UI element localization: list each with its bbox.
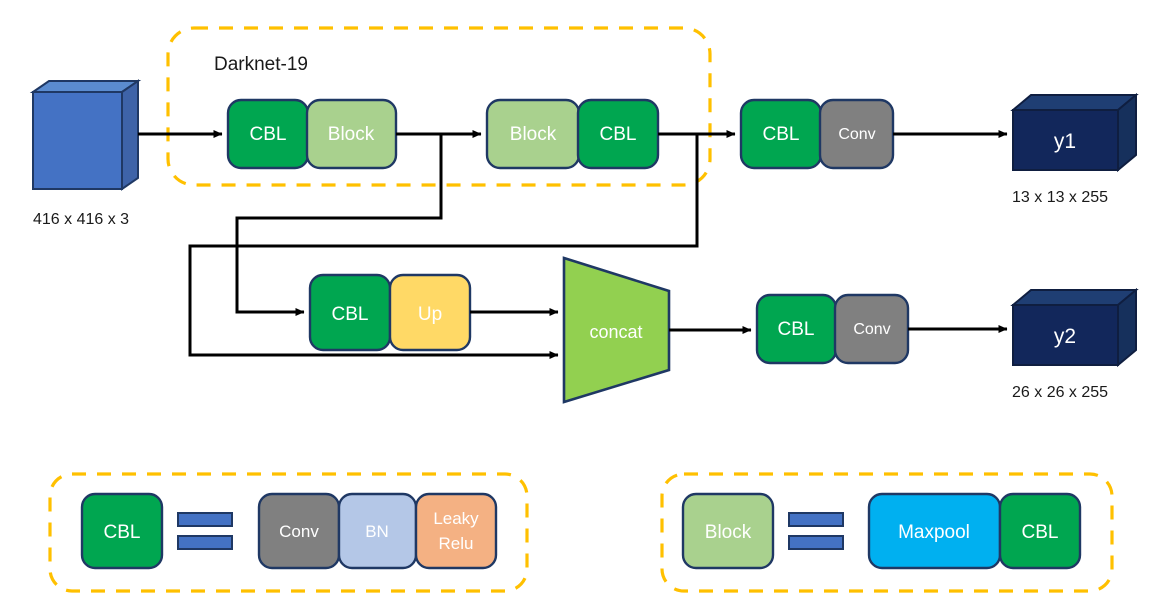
legend-block-maxpool-label: Maxpool: [898, 522, 970, 543]
backbone-cbl-1[interactable]: CBL: [226, 98, 310, 170]
output-y2-caption: 26 x 26 x 255: [1012, 384, 1108, 401]
input-cube-front-face: [32, 91, 123, 190]
legend-cbl-leakyrelu[interactable]: Leaky Relu: [414, 492, 498, 570]
concat-node[interactable]: concat: [562, 256, 671, 404]
upsample-up[interactable]: Up: [388, 273, 472, 352]
head-y2-conv[interactable]: Conv: [833, 293, 910, 365]
arrow-skip-to-upsample: [235, 134, 443, 316]
backbone-cbl-2[interactable]: CBL: [576, 98, 660, 170]
concat-label: concat: [589, 322, 642, 342]
backbone-block-2-label: Block: [510, 124, 557, 145]
upsample-cbl[interactable]: CBL: [308, 273, 392, 352]
backbone-cbl-1-label: CBL: [250, 124, 287, 145]
legend-block-maxpool[interactable]: Maxpool: [867, 492, 1002, 570]
output-cube-y2-top-face: [1010, 289, 1139, 306]
output-cube-y1-label: y1: [1054, 130, 1076, 153]
darknet19-label: Darknet-19: [214, 54, 308, 75]
input-cube-top-face: [29, 80, 142, 93]
legend-block-dashed-border: [660, 472, 1114, 593]
legend-cbl-equals-icon: [177, 512, 233, 550]
head-y2-conv-label: Conv: [853, 321, 890, 338]
input-cube: [29, 79, 142, 191]
legend-block: Block Maxpool CBL: [660, 472, 1114, 593]
output-cube-y1-top-face: [1010, 94, 1139, 111]
legend-block-equals-icon: [788, 512, 844, 550]
darknet19-group: Darknet-19: [166, 26, 712, 187]
legend-cbl-dashed-border: [48, 472, 529, 593]
backbone-cbl-2-label: CBL: [600, 124, 637, 145]
upsample-up-label: Up: [418, 304, 442, 325]
legend-cbl-conv-label: Conv: [279, 522, 319, 541]
backbone-block-1-label: Block: [328, 124, 375, 145]
legend-cbl-bn-label: BN: [365, 522, 389, 541]
legend-cbl-conv[interactable]: Conv: [257, 492, 341, 570]
darknet19-dashed-border: [166, 26, 712, 187]
backbone-block-1[interactable]: Block: [305, 98, 398, 170]
head-y2-cbl-label: CBL: [778, 319, 815, 340]
legend-cbl-leakyrelu-label-line2: Relu: [439, 534, 474, 553]
connectors: [138, 130, 1008, 359]
legend-cbl-source[interactable]: CBL: [80, 492, 164, 570]
output-cube-y1-front-face: [1012, 109, 1119, 171]
legend-block-source[interactable]: Block: [681, 492, 775, 570]
backbone-block-2[interactable]: Block: [485, 98, 581, 170]
legend-cbl-leakyrelu-label-line1: Leaky: [433, 509, 479, 528]
head-y1-conv-label: Conv: [838, 126, 875, 143]
input-caption: 416 x 416 x 3: [33, 211, 129, 228]
output-cube-y2: y2: [1010, 287, 1139, 368]
legend-cbl: CBL Conv BN Leaky Relu: [48, 472, 529, 593]
output-cube-y2-label: y2: [1054, 325, 1076, 348]
output-cube-y2-front-face: [1012, 304, 1119, 366]
head-y1-conv[interactable]: Conv: [818, 98, 895, 170]
legend-cbl-bn[interactable]: BN: [337, 492, 418, 570]
legend-block-source-label: Block: [705, 522, 752, 543]
legend-block-cbl[interactable]: CBL: [998, 492, 1082, 570]
input-cube-side-face: [121, 79, 139, 191]
concat-shape: [562, 256, 671, 404]
upsample-cbl-label: CBL: [332, 304, 369, 325]
head-y1-cbl[interactable]: CBL: [739, 98, 823, 170]
output-y1-caption: 13 x 13 x 255: [1012, 189, 1108, 206]
head-y2-cbl[interactable]: CBL: [755, 293, 838, 365]
arrow-skip-to-concat: [188, 134, 699, 359]
legend-cbl-source-label: CBL: [104, 522, 141, 543]
output-cube-y1: y1: [1010, 92, 1139, 173]
legend-block-cbl-label: CBL: [1022, 522, 1059, 543]
head-y1-cbl-label: CBL: [763, 124, 800, 145]
